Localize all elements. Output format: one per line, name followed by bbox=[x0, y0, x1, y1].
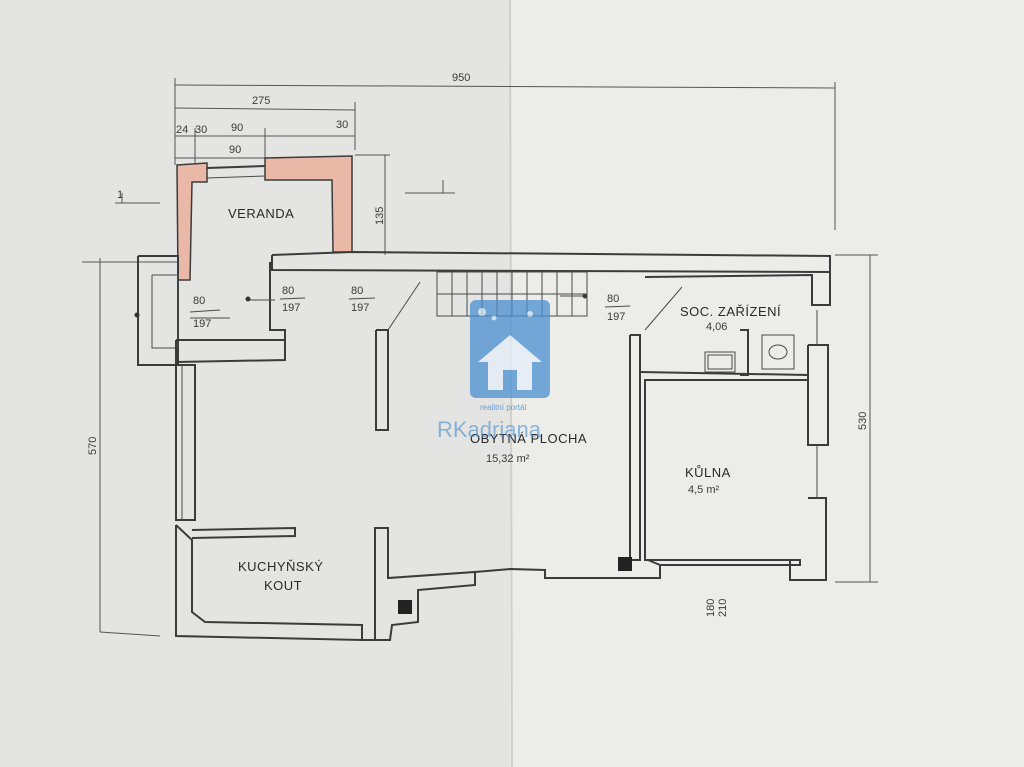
dim-bottom-180: 180 bbox=[705, 599, 717, 617]
room-area-social: 4,06 bbox=[706, 321, 727, 333]
section-mark-label: 1 bbox=[117, 189, 123, 201]
house-icon bbox=[478, 335, 542, 390]
dim-left-width: 275 bbox=[252, 95, 270, 107]
opening-3-height: 197 bbox=[351, 302, 369, 314]
room-area-living: 15,32 m² bbox=[486, 453, 530, 465]
sanitary-fixtures bbox=[704, 334, 795, 373]
dim-total-width: 950 bbox=[452, 72, 470, 84]
opening-2-width: 80 bbox=[282, 285, 294, 297]
watermark-brand: RKadriana bbox=[437, 417, 542, 442]
opening-4-width: 80 bbox=[607, 293, 619, 305]
dim-135: 135 bbox=[374, 207, 386, 225]
staircase bbox=[436, 271, 588, 317]
opening-1-height: 197 bbox=[193, 318, 211, 330]
room-area-shed: 4,5 m² bbox=[688, 484, 720, 496]
dimension-lines bbox=[82, 78, 878, 637]
dim-24: 24 bbox=[176, 124, 188, 136]
chimney-flues bbox=[398, 557, 632, 614]
exterior-walls bbox=[137, 250, 831, 642]
section-marker-right bbox=[405, 180, 455, 194]
room-label-kitchen-2: KOUT bbox=[264, 578, 302, 593]
section-marker-left bbox=[115, 193, 160, 204]
dim-30a: 30 bbox=[195, 124, 207, 136]
opening-1-width: 80 bbox=[193, 295, 205, 307]
room-label-shed: KŮLNA bbox=[685, 465, 731, 480]
room-label-veranda: VERANDA bbox=[228, 206, 294, 221]
watermark-logo bbox=[470, 300, 550, 398]
paper-left bbox=[0, 0, 510, 767]
paper-right bbox=[510, 0, 1024, 767]
opening-4-height: 197 bbox=[607, 311, 625, 323]
dim-90a: 90 bbox=[231, 122, 243, 134]
opening-3-width: 80 bbox=[351, 285, 363, 297]
room-label-social: SOC. ZAŘÍZENÍ bbox=[680, 304, 781, 319]
room-label-kitchen: KUCHYŇSKÝ bbox=[238, 559, 323, 574]
room-label-living: OBYTNÁ PLOCHA bbox=[470, 431, 587, 446]
dim-90b: 90 bbox=[229, 144, 241, 156]
dim-bottom-210: 210 bbox=[717, 599, 729, 617]
dim-left-height: 570 bbox=[87, 437, 99, 455]
dim-right-height: 530 bbox=[857, 412, 869, 430]
dim-30b: 30 bbox=[336, 119, 348, 131]
watermark-tagline: realitní portál bbox=[480, 403, 526, 412]
opening-2-height: 197 bbox=[282, 302, 300, 314]
